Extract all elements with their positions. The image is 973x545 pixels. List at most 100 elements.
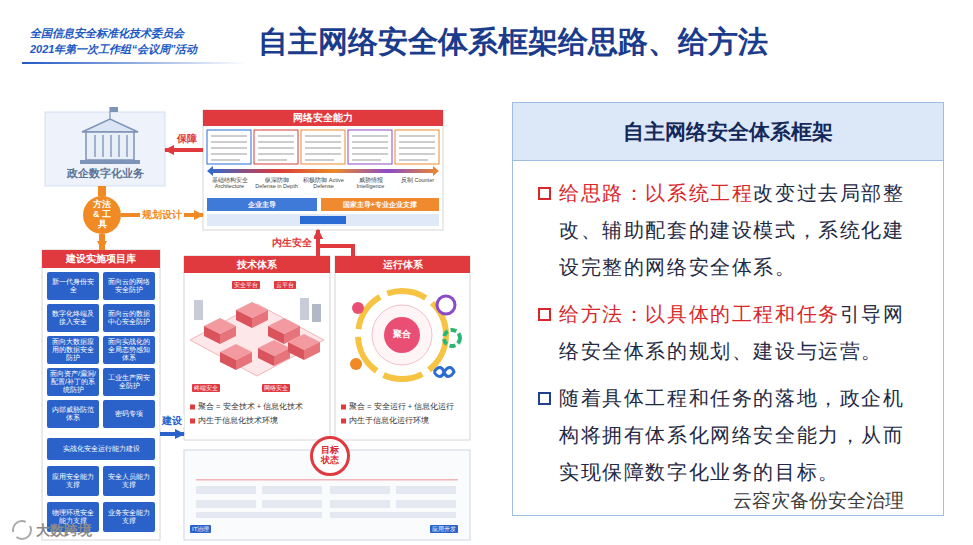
connector-label: 规划设计: [140, 209, 184, 221]
project-box: 内部威胁防范体系: [47, 400, 99, 428]
ops-icon: [352, 302, 364, 314]
capability-column: [395, 130, 439, 164]
tag-label: IT治理: [190, 525, 211, 533]
org-name: 全国信息安全标准化技术委员会: [30, 26, 184, 41]
server-tower: [300, 298, 309, 320]
capability-column: [207, 130, 251, 164]
bullet-square: [538, 308, 551, 321]
ops-ring: [358, 291, 446, 379]
project-box: 面向大数据应用的数据安全防护: [47, 336, 99, 364]
capability-name: 反制 Counter: [395, 177, 440, 183]
method-circle: 方法 & 工具: [83, 196, 121, 234]
connector: [318, 230, 353, 256]
capability-bar: [207, 166, 439, 176]
note-text: 内生于信息化运行环境: [349, 416, 429, 426]
note-text: 内生于信息化技术环境: [198, 416, 278, 426]
building-body: [86, 132, 134, 160]
item-text: 安全人员能力支撑: [105, 473, 153, 489]
project-library: 建设实施项目库新一代身份安全面向云的网络安全防护数字化终端及接入安全面向云的数据…: [42, 250, 160, 540]
project-box: 面向实战化的全局态势感知体系: [103, 336, 155, 364]
item-text: 面向云的数据中心安全防护: [105, 310, 153, 326]
bullet-square: [538, 392, 551, 405]
capability-column: [301, 130, 345, 164]
header-band: 技术体系: [184, 256, 330, 273]
building-columns: [95, 135, 127, 157]
connector: [165, 148, 203, 152]
server-tower: [312, 304, 321, 322]
tag-label: 安全平台: [232, 281, 260, 289]
item-text: 密码专项: [115, 410, 143, 418]
header-band: 建设实施项目库: [42, 250, 160, 268]
item-text: 面向大数据应用的数据安全防护: [49, 338, 97, 362]
project-box: 工业生产网安全防护: [103, 368, 155, 396]
base-strip: [207, 214, 439, 226]
enterprise-band: [207, 198, 317, 211]
capability-column: [254, 130, 298, 164]
item-text: 内部威胁防范体系: [49, 406, 97, 422]
server-tower: [194, 300, 203, 320]
connector: [121, 213, 203, 217]
item-text: 新一代身份安全: [49, 278, 97, 294]
building-block: [288, 334, 320, 360]
item-text: 数字化终端及接入安全: [49, 310, 97, 326]
tag-label: 应用开发: [430, 525, 458, 533]
ops-icon: [350, 358, 362, 370]
header-band: 网络安全能力: [203, 110, 443, 126]
item-text: 应用安全能力支撑: [49, 473, 97, 489]
building-block: [220, 344, 252, 370]
bullet-square: [190, 405, 195, 410]
slide-title: 自主网络安全体系框架给思路、给方法: [258, 22, 768, 63]
ops-system-panel: 运行体系聚合 = 安全运行 + 信息化运行内生于信息化运行环境聚合: [335, 256, 470, 440]
capability-name: 基础结构安全 Architecture: [207, 177, 252, 189]
library-outline: [42, 250, 160, 540]
capability-name: 威胁情报 Intelligence: [348, 177, 393, 189]
bullet-square: [341, 419, 346, 424]
project-box: 新一代身份安全: [47, 272, 99, 300]
ops-icon: [444, 330, 460, 346]
bullet-text: 随着具体工程和任务的落地，政企机构将拥有体系化网络安全能力，从而实现保障数字化业…: [559, 387, 905, 483]
note-text: 聚合 = 安全运行 + 信息化运行: [349, 402, 454, 412]
bullet-square: [538, 187, 551, 200]
ops-outline: [335, 256, 470, 440]
highlight-text: 给思路：以系统工程: [559, 182, 753, 204]
bullet-paragraph: 给方法：以具体的工程和任务引导网络安全体系的规划、建设与运营。: [513, 296, 909, 370]
fine-print-lines: [211, 136, 435, 160]
connector: [160, 432, 184, 436]
project-box: 数字化终端及接入安全: [47, 304, 99, 332]
connector-label: 内生安全: [270, 237, 314, 249]
item-text: 面向云的网络安全防护: [105, 278, 153, 294]
task-box: 安全人员能力支撑: [103, 466, 155, 496]
project-box: 面向云的数据中心安全防护: [103, 304, 155, 332]
tech-system-panel: 技术体系聚合 = 安全技术 + 信息化技术内生于信息化技术环境: [184, 256, 330, 440]
task-box: 业务安全能力支撑: [103, 502, 155, 532]
business-box: 政企数字化业务: [45, 112, 165, 186]
project-box: 密码专项: [103, 400, 155, 428]
framework-panel: 自主网络安全体系框架给思路：以系统工程改变过去局部整改、辅助配套的建设模式，系统…: [512, 102, 944, 516]
building-block: [204, 318, 236, 344]
connector: [98, 186, 106, 196]
task-box: 物理环境安全能力支撑: [47, 502, 99, 532]
item-text: 业务安全能力支撑: [105, 509, 153, 525]
panel-header: 自主网络安全体系框架: [513, 103, 943, 161]
highlight-text: 给方法：以具体的工程和任务: [559, 303, 840, 325]
architecture-blocks: [196, 486, 456, 518]
capability-box: 网络安全能力: [203, 110, 443, 230]
building-roof: [82, 119, 138, 132]
building-block: [236, 302, 268, 328]
event-name: 2021年第一次工作组“会议周”活动: [30, 42, 197, 57]
item-text: 实战化安全运行能力建设: [63, 445, 140, 453]
aggregation-circle: 聚合: [384, 317, 420, 353]
task-box: 应用安全能力支撑: [47, 466, 99, 496]
task-box: 实战化安全运行能力建设: [47, 438, 155, 460]
ops-icon: [434, 368, 454, 377]
item-text: 面向实战化的全局态势感知体系: [105, 338, 153, 362]
target-circle: 目标状态: [310, 436, 350, 476]
logo-mark: [13, 521, 31, 539]
circle-text: 目标状态: [320, 446, 340, 466]
tag-label: 终端安全: [192, 384, 220, 392]
tag-label: 网络安全: [262, 384, 290, 392]
item-text: 物理环境安全能力支撑: [49, 509, 97, 525]
connector: [99, 234, 105, 250]
flag: [110, 107, 118, 112]
